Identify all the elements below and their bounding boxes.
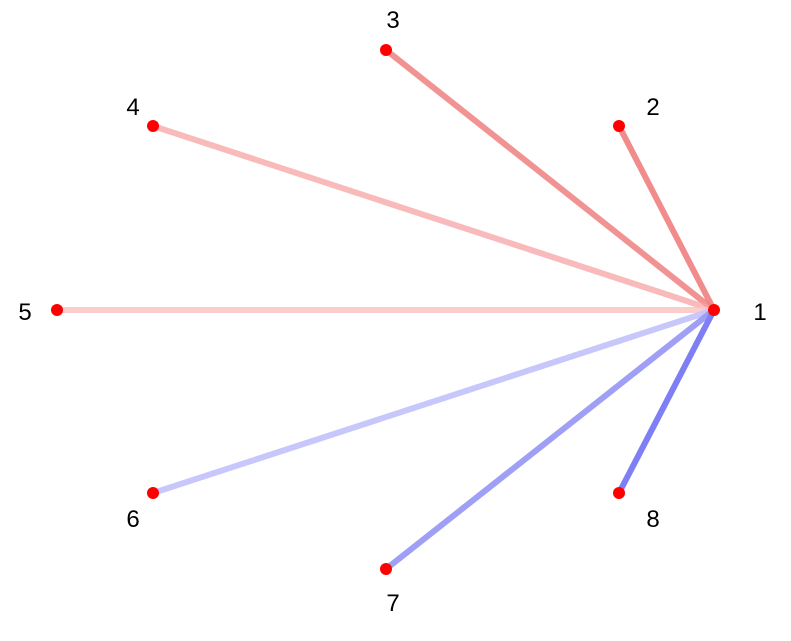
node-label-4: 4: [126, 94, 139, 121]
edge-1-4: [152, 123, 715, 313]
nodes-layer: [51, 44, 720, 575]
edge-1-8: [616, 308, 717, 495]
node-label-1: 1: [753, 299, 766, 326]
edge-1-7: [384, 307, 716, 572]
edges-layer: [57, 47, 717, 572]
node-label-8: 8: [646, 506, 659, 533]
node-label-7: 7: [386, 590, 399, 617]
node-label-2: 2: [646, 94, 659, 121]
node-3: [380, 44, 392, 56]
node-8: [613, 487, 625, 499]
node-7: [380, 563, 392, 575]
edge-1-6: [152, 307, 715, 496]
node-label-6: 6: [126, 506, 139, 533]
node-label-3: 3: [386, 7, 399, 34]
edge-1-2: [616, 124, 717, 312]
node-label-5: 5: [18, 299, 31, 326]
edge-1-3: [384, 47, 716, 313]
node-1: [708, 304, 720, 316]
node-6: [147, 487, 159, 499]
node-2: [613, 120, 625, 132]
node-5: [51, 304, 63, 316]
labels-layer: 1 2 3 4 5 6 7 8: [18, 7, 766, 617]
node-4: [147, 120, 159, 132]
